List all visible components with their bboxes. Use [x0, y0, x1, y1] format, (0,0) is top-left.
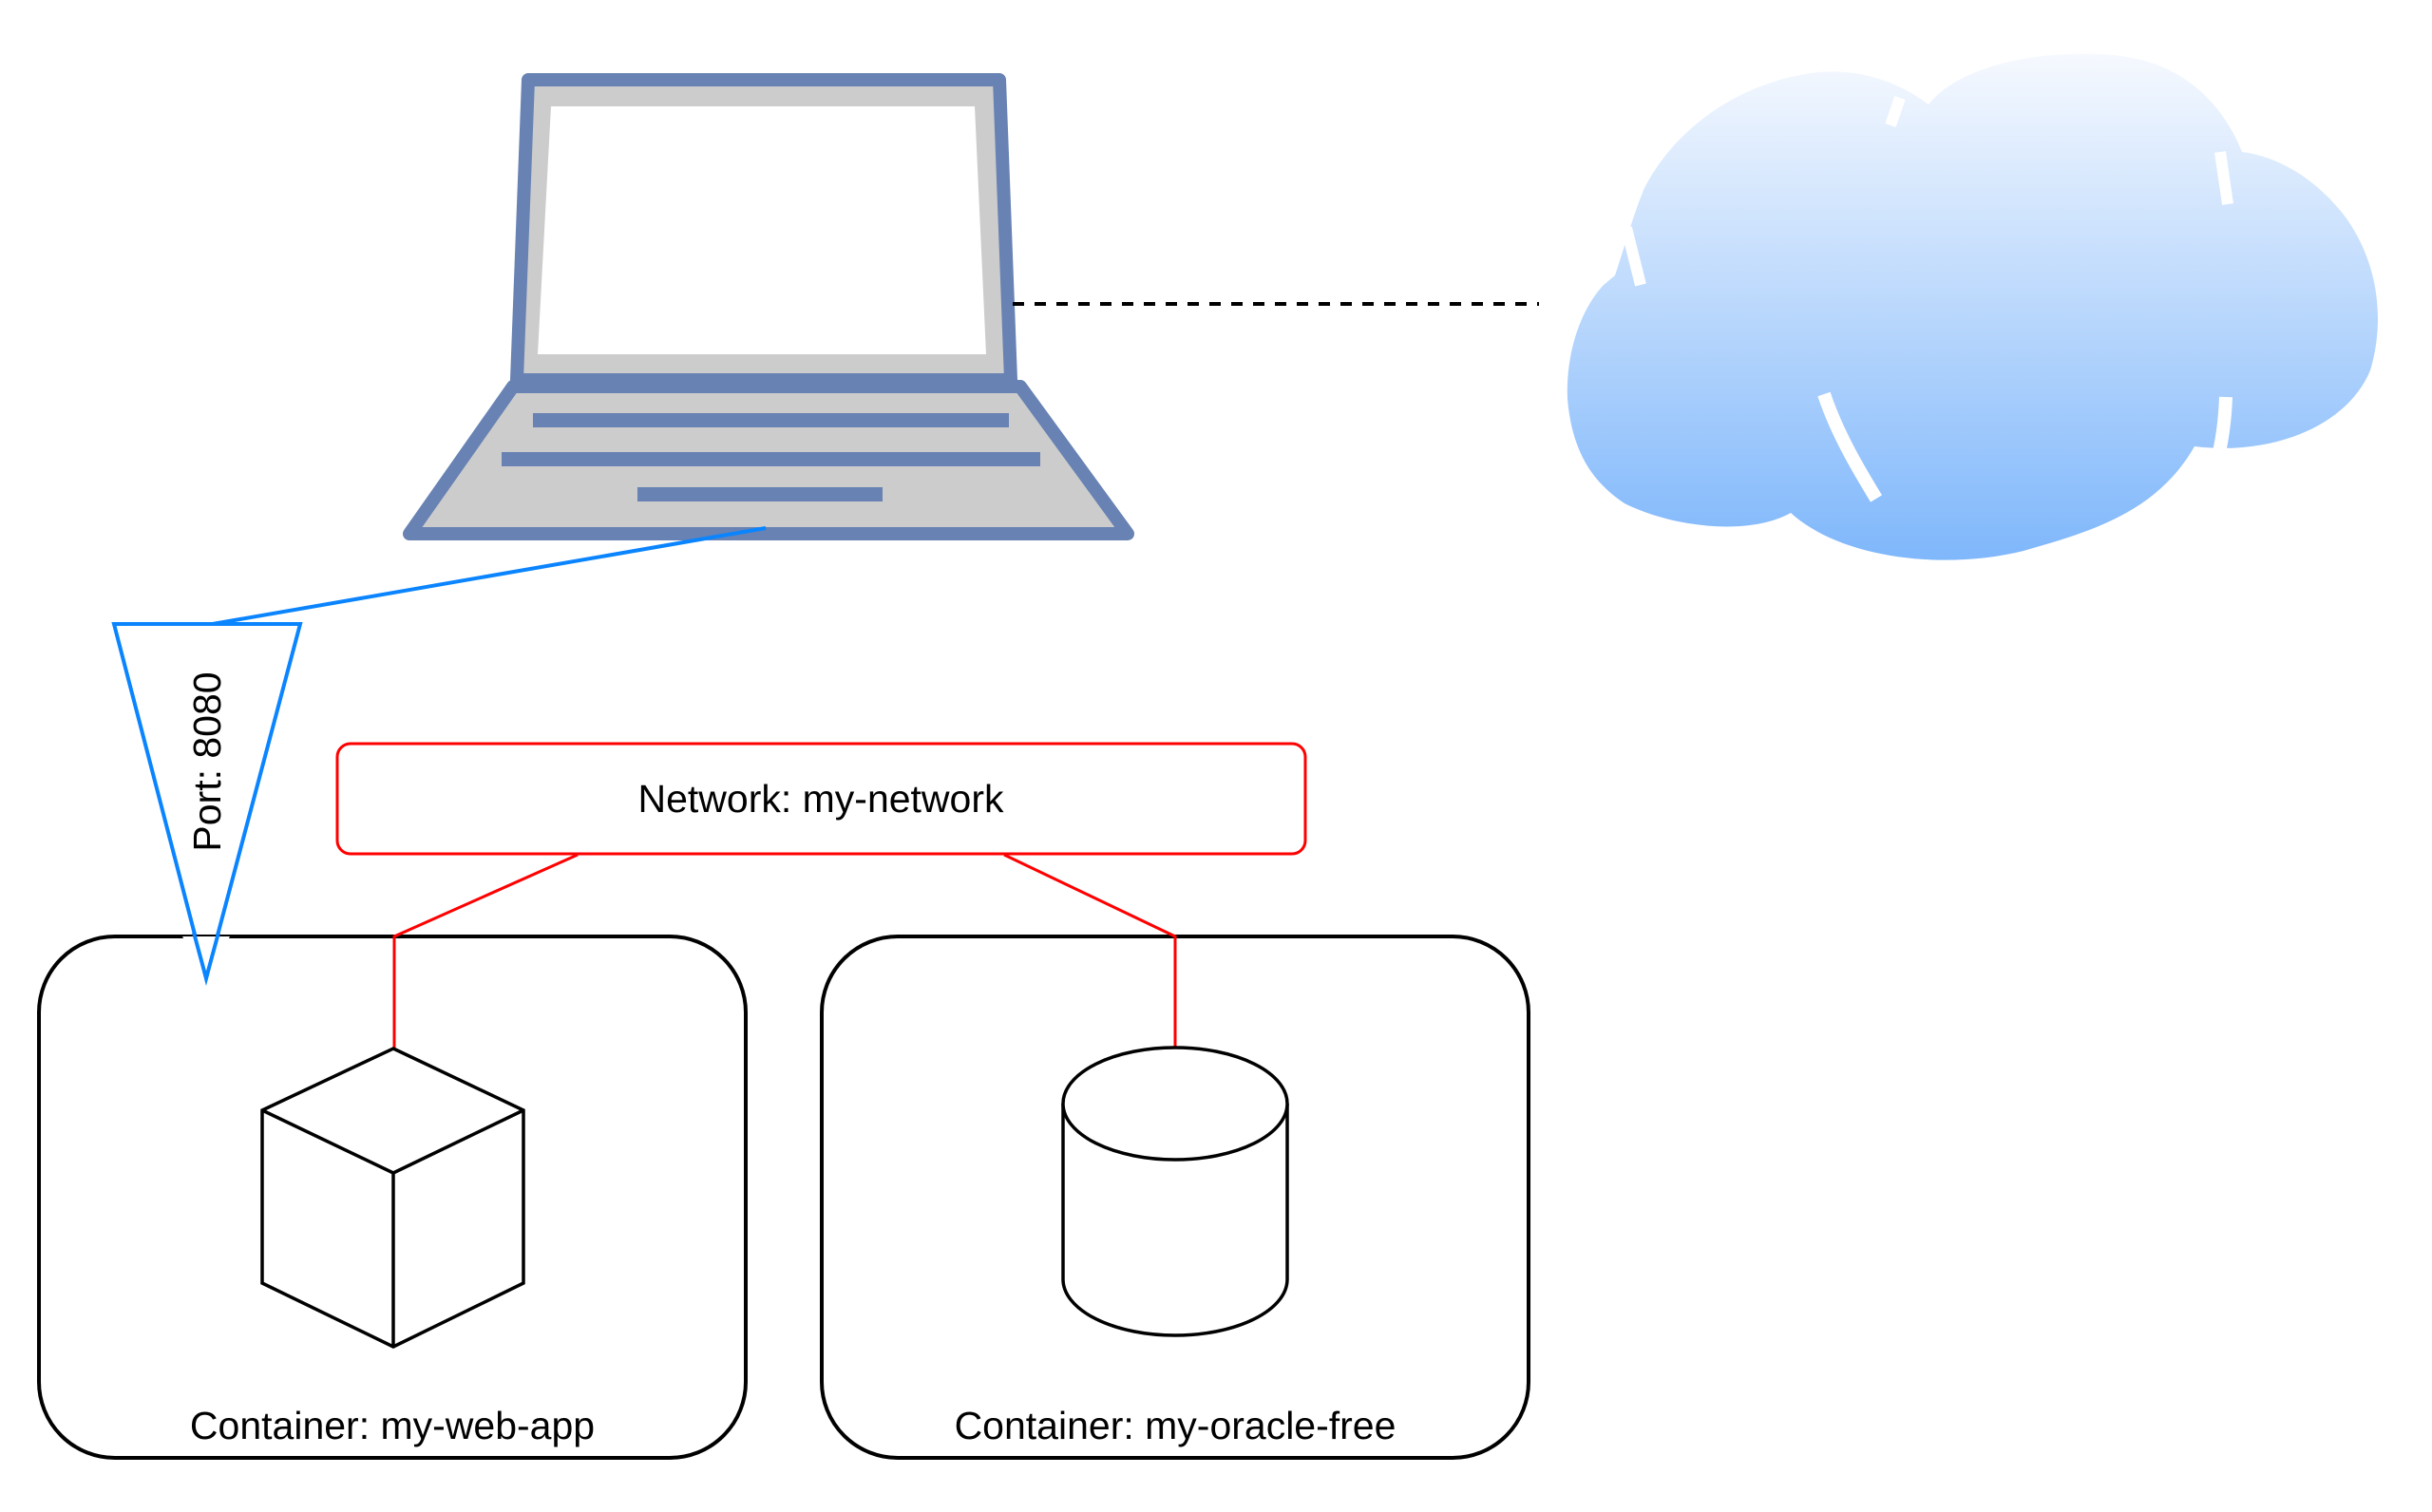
- port-mapping[interactable]: Port: 8080: [111, 622, 303, 986]
- port-triangle-tip-edge: [192, 932, 220, 986]
- container-web-app[interactable]: Container: my-web-app: [37, 935, 748, 1460]
- laptop-key-row-1: [533, 413, 1009, 427]
- port-triangle-tip: [182, 936, 230, 978]
- container-web-app-box: [37, 935, 748, 1460]
- database-cylinder-icon: [1061, 1046, 1289, 1337]
- laptop-key-row-2: [502, 452, 1040, 466]
- port-triangle-icon: [111, 622, 303, 986]
- container-oracle-free-label: Container: my-oracle-free: [955, 1404, 1396, 1447]
- cube-icon: [260, 1047, 525, 1349]
- container-web-app-label: Container: my-web-app: [190, 1404, 595, 1447]
- network-label: Network: my-network: [637, 777, 1004, 821]
- laptop-port-connection: [206, 526, 767, 627]
- laptop-display: [538, 106, 986, 354]
- laptop-key-row-3: [637, 487, 883, 501]
- laptop-icon[interactable]: [403, 73, 1134, 540]
- network-box-frame: [335, 742, 1307, 856]
- port-label: Port: 8080: [185, 671, 229, 851]
- network-box[interactable]: Network: my-network: [335, 742, 1307, 856]
- cloud-outline-mask[interactable]: [1567, 53, 2378, 560]
- network-web-app-connection: [392, 853, 579, 1049]
- network-oracle-connection: [1003, 853, 1177, 1048]
